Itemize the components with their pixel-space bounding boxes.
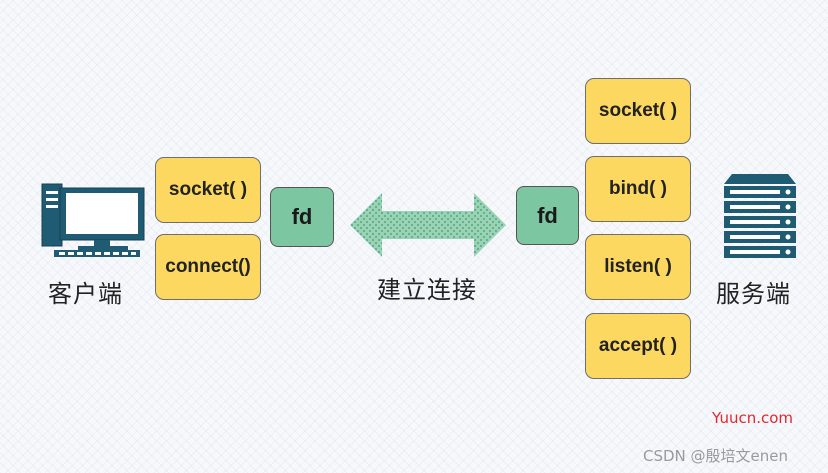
connection-label: 建立连接: [377, 276, 477, 304]
server-label: 服务端: [716, 280, 791, 308]
server-accept-box: accept( ): [585, 313, 691, 379]
server-bind-box: bind( ): [585, 156, 691, 222]
client-connect-box: connect(): [155, 234, 261, 300]
client-socket-box: socket( ): [155, 157, 261, 223]
client-fd-box: fd: [270, 187, 334, 247]
server-socket-box: socket( ): [585, 78, 691, 144]
client-label: 客户端: [48, 280, 123, 308]
credit-watermark: CSDN @殷培文enen: [643, 447, 789, 465]
desktop-computer-icon: [40, 182, 146, 258]
server-rack-icon: [722, 172, 798, 260]
server-listen-box: listen( ): [585, 234, 691, 300]
server-fd-box: fd: [516, 186, 579, 245]
site-watermark: Yuucn.com: [712, 409, 794, 427]
double-arrow-icon: [350, 193, 506, 257]
